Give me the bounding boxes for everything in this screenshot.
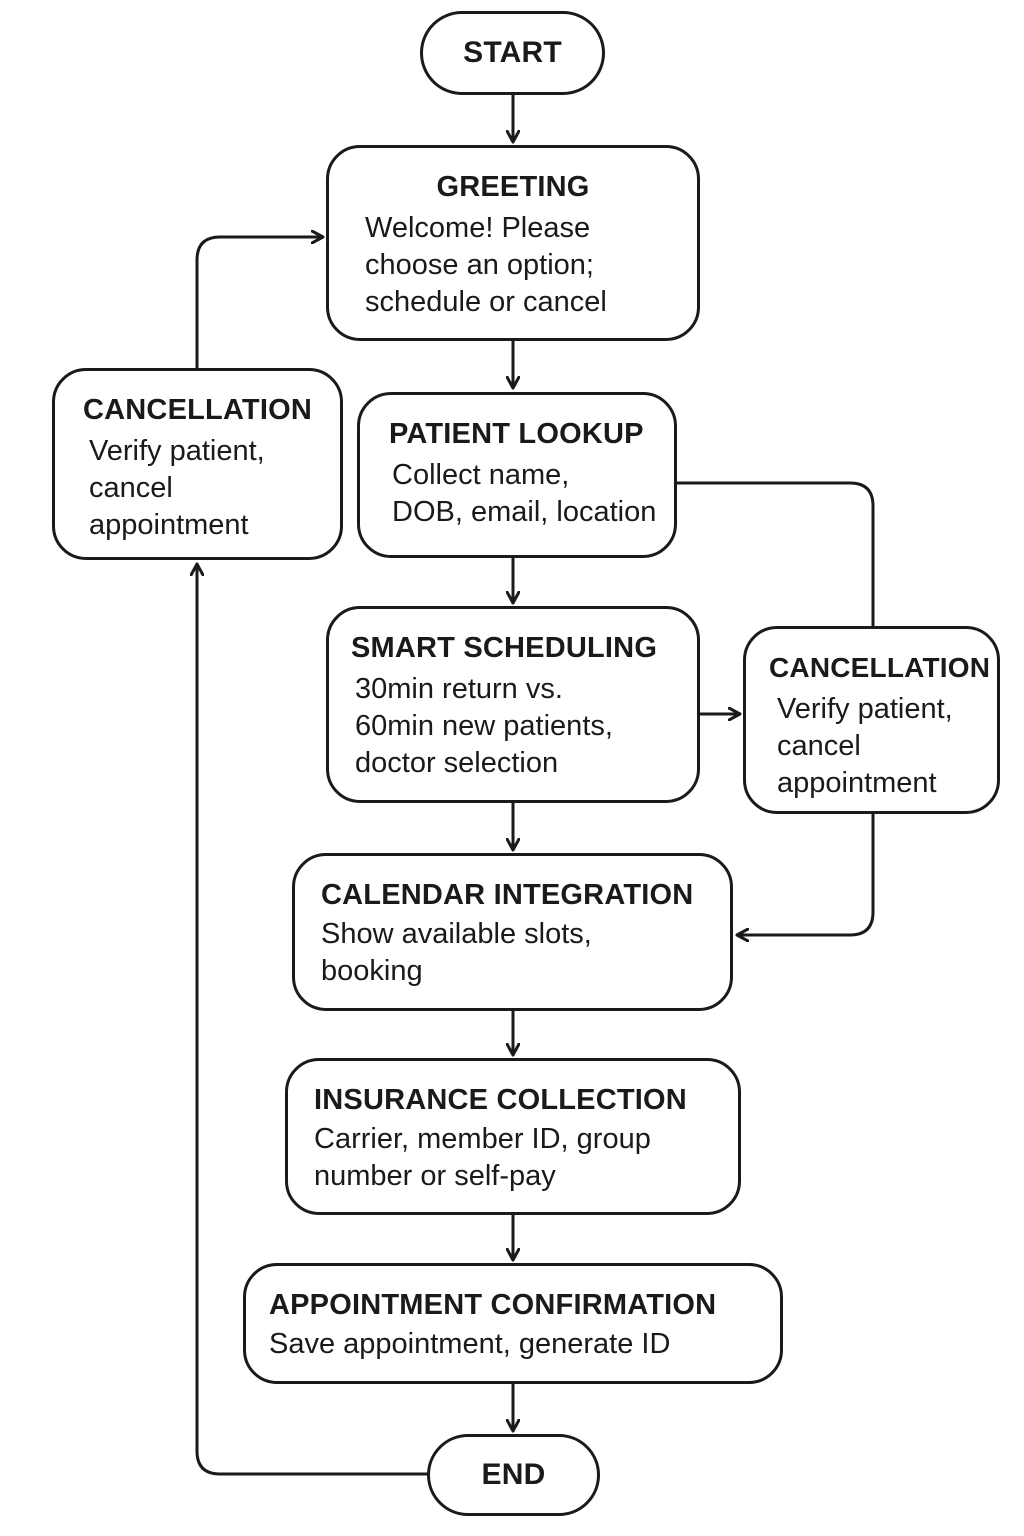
- arrow-cancellation-right-to-calendar: [737, 812, 875, 935]
- line-lookup-to-cancellation-right: [676, 481, 875, 626]
- calendar-integration-node: CALENDAR INTEGRATION Show available slot…: [292, 853, 733, 1011]
- arrow-end-to-cancellation-left: [197, 564, 428, 1476]
- cancellation-right-node: CANCELLATION Verify patient, cancel appo…: [743, 626, 1000, 814]
- cancellation-right-title: CANCELLATION: [769, 652, 991, 683]
- end-label: END: [481, 1458, 546, 1491]
- appointment-confirmation-node: APPOINTMENT CONFIRMATION Save appointmen…: [243, 1263, 783, 1384]
- smart-scheduling-node: SMART SCHEDULING 30min return vs. 60min …: [326, 606, 700, 803]
- greeting-node: GREETING Welcome! Please choose an optio…: [326, 145, 700, 341]
- insurance-collection-text: Carrier, member ID, group number or self…: [314, 1123, 651, 1192]
- cancellation-right-text: Verify patient, cancel appointment: [777, 693, 953, 799]
- patient-lookup-title: PATIENT LOOKUP: [389, 418, 644, 450]
- patient-lookup-node: PATIENT LOOKUP Collect name, DOB, email,…: [357, 392, 677, 558]
- insurance-collection-title: INSURANCE COLLECTION: [314, 1084, 687, 1116]
- insurance-collection-node: INSURANCE COLLECTION Carrier, member ID,…: [285, 1058, 741, 1215]
- cancellation-left-node: CANCELLATION Verify patient, cancel appo…: [52, 368, 343, 560]
- appointment-confirmation-text: Save appointment, generate ID: [269, 1328, 671, 1360]
- cancellation-left-text: Verify patient, cancel appointment: [89, 435, 265, 541]
- end-node: END: [427, 1434, 600, 1516]
- patient-lookup-text: Collect name, DOB, email, location: [392, 459, 657, 528]
- calendar-integration-text: Show available slots, booking: [321, 918, 592, 987]
- greeting-title: GREETING: [436, 171, 590, 203]
- start-node: START: [420, 11, 605, 95]
- arrow-cancellation-left-to-greeting: [195, 237, 323, 369]
- smart-scheduling-text: 30min return vs. 60min new patients, doc…: [355, 673, 613, 779]
- smart-scheduling-title: SMART SCHEDULING: [351, 632, 658, 664]
- start-label: START: [463, 36, 562, 69]
- appointment-confirmation-title: APPOINTMENT CONFIRMATION: [269, 1289, 717, 1321]
- greeting-text: Welcome! Please choose an option; schedu…: [365, 212, 607, 318]
- calendar-integration-title: CALENDAR INTEGRATION: [321, 879, 694, 911]
- cancellation-left-title: CANCELLATION: [83, 394, 313, 426]
